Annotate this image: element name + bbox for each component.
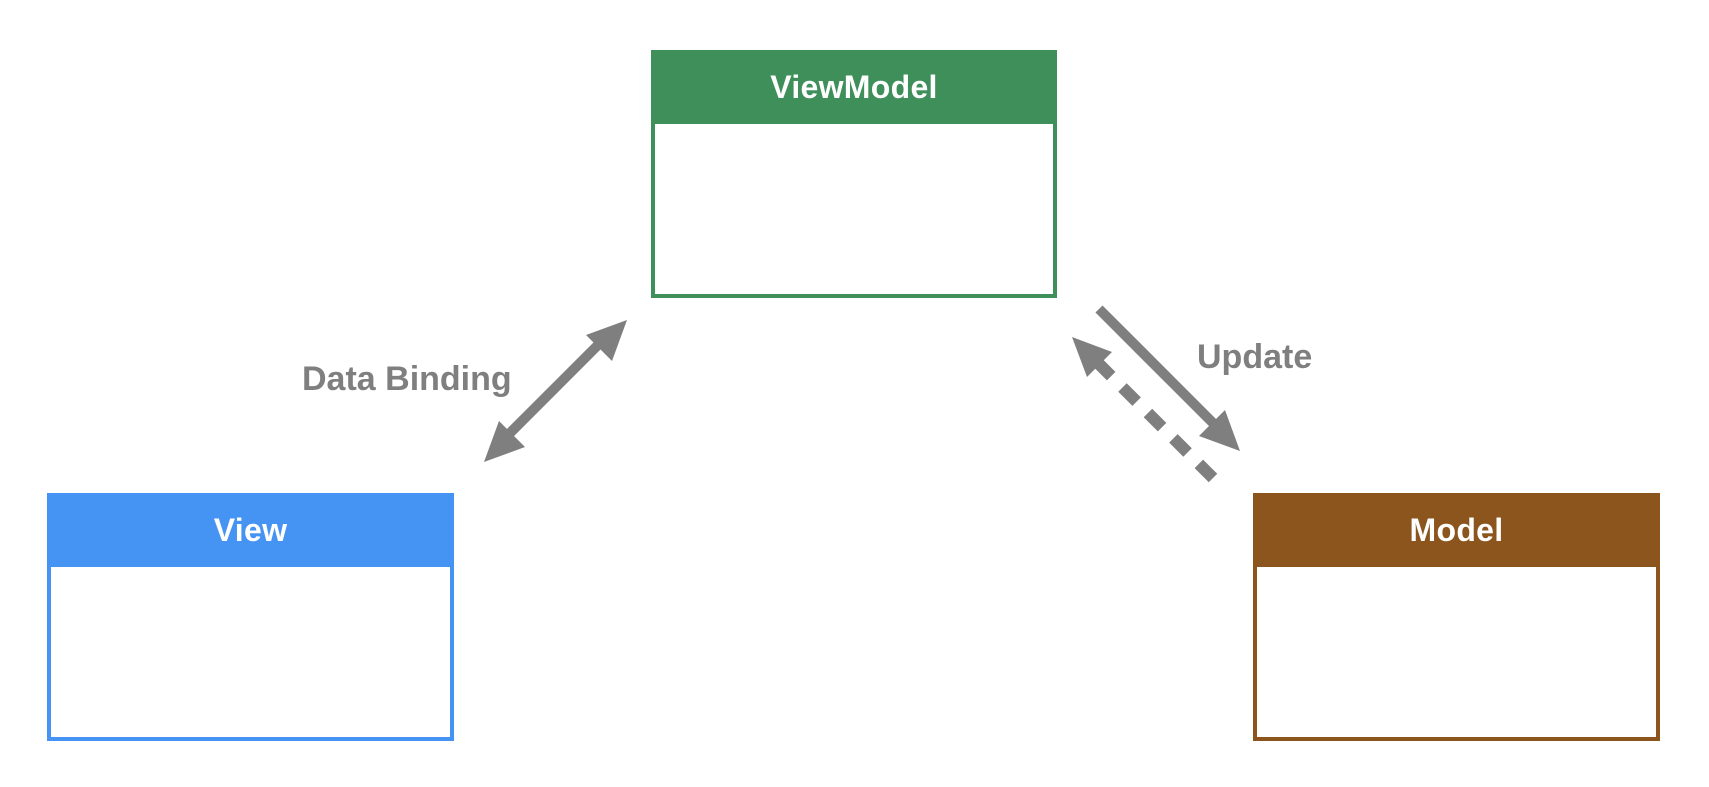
model-body: [1257, 567, 1656, 737]
viewmodel-body: [655, 124, 1053, 294]
model-box: Model: [1253, 493, 1660, 741]
update-arrowhead: [1199, 410, 1240, 451]
notify-arrowhead: [1072, 337, 1112, 377]
viewmodel-title: ViewModel: [651, 50, 1057, 124]
view-title: View: [47, 493, 454, 567]
model-title: Model: [1253, 493, 1660, 567]
notify-arrow: [1072, 337, 1218, 483]
update-arrow: [1095, 305, 1240, 451]
data-binding-arrowhead-down: [484, 421, 525, 462]
view-body: [51, 567, 450, 737]
notify-line: [1085, 350, 1218, 483]
data-binding-arrow: [484, 320, 627, 462]
data-binding-label: Data Binding: [302, 360, 512, 398]
update-label: Update: [1197, 338, 1313, 376]
view-box: View: [47, 493, 454, 741]
data-binding-line: [499, 337, 606, 444]
viewmodel-box: ViewModel: [651, 50, 1057, 298]
update-line: [1095, 305, 1220, 430]
data-binding-arrowhead-up: [586, 320, 627, 361]
